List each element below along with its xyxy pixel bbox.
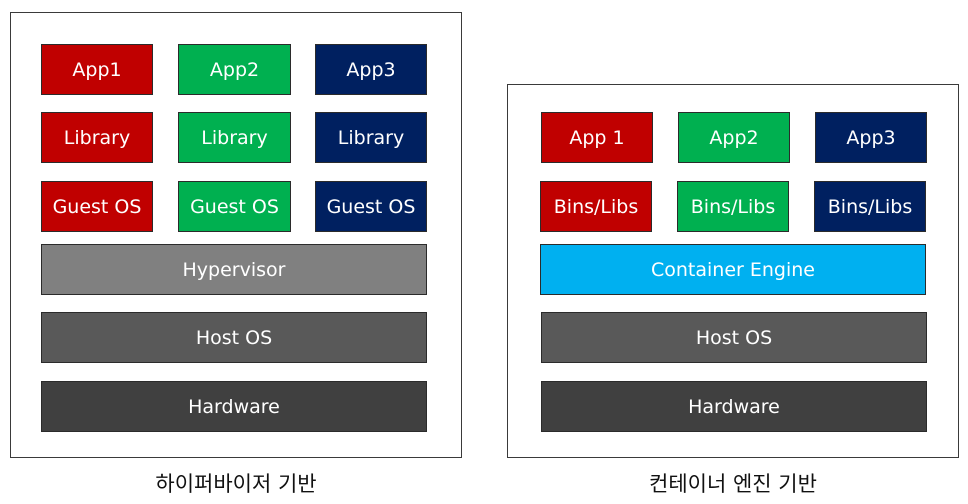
hypervisor-caption: 하이퍼바이저 기반 xyxy=(155,472,317,496)
vm-guest-os-3: Guest OS xyxy=(315,181,427,232)
vm-guest-os-2: Guest OS xyxy=(178,181,291,232)
container-hardware-layer: Hardware xyxy=(541,381,927,432)
vm-hardware-layer: Hardware xyxy=(41,381,427,432)
vm-library-2: Library xyxy=(178,112,291,163)
hypervisor-layer: Hypervisor xyxy=(41,244,427,295)
container-bins-libs-2: Bins/Libs xyxy=(677,181,789,232)
container-app-3: App3 xyxy=(815,112,927,163)
vm-app-2: App2 xyxy=(178,44,291,95)
vm-guest-os-1: Guest OS xyxy=(41,181,153,232)
vm-library-1: Library xyxy=(41,112,153,163)
container-app-2: App2 xyxy=(678,112,790,163)
container-bins-libs-1: Bins/Libs xyxy=(540,181,652,232)
vm-host-os-layer: Host OS xyxy=(41,312,427,363)
container-host-os-layer: Host OS xyxy=(541,312,927,363)
vm-app-3: App3 xyxy=(315,44,427,95)
container-bins-libs-3: Bins/Libs xyxy=(814,181,926,232)
vm-app-1: App1 xyxy=(41,44,153,95)
container-engine-layer: Container Engine xyxy=(540,244,926,295)
container-caption: 컨테이너 엔진 기반 xyxy=(649,472,817,496)
vm-library-3: Library xyxy=(315,112,427,163)
container-app-1: App 1 xyxy=(541,112,653,163)
